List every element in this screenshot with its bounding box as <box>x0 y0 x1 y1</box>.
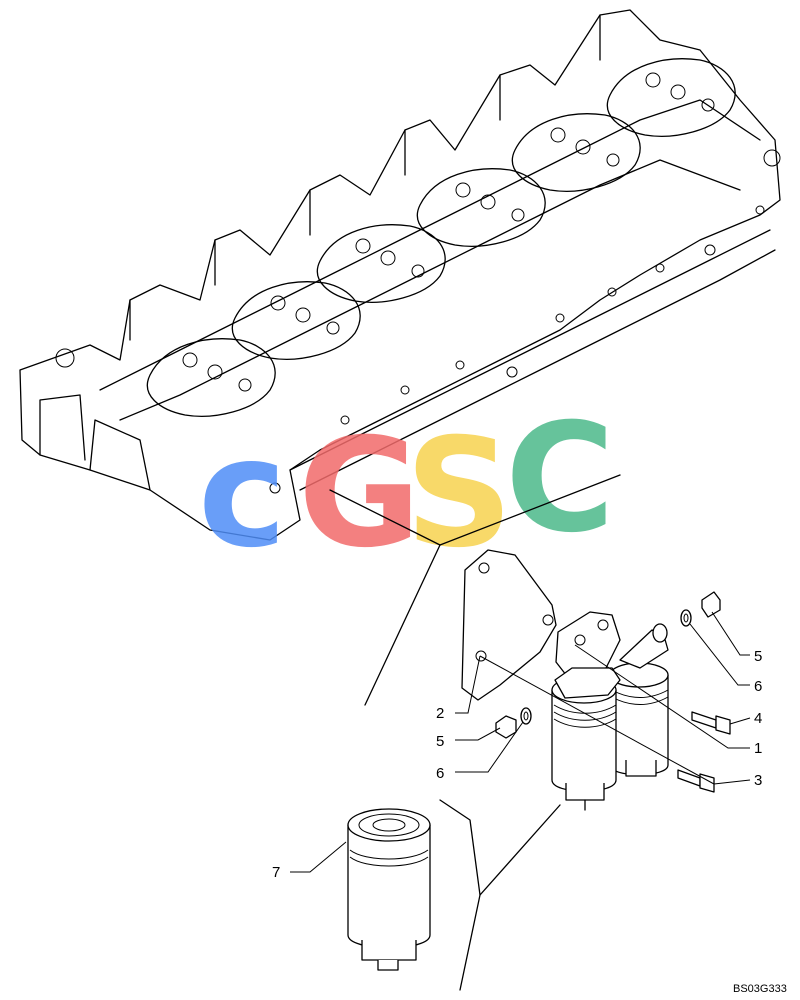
filter-cartridge <box>347 808 431 971</box>
fuel-filter-assembly <box>551 611 669 811</box>
washer-left <box>520 707 532 725</box>
explosion-lines <box>329 474 621 991</box>
gasket-plate <box>461 549 557 701</box>
callout-6-left: 6 <box>436 765 444 782</box>
rail-bolt-holes <box>269 205 765 494</box>
callout-labels: 2 5 6 5 6 4 1 3 7 <box>272 648 762 881</box>
cylinder-head <box>19 9 781 541</box>
callout-5-right: 5 <box>754 648 762 665</box>
document-code: BS03G333 <box>733 983 787 995</box>
watermark-letter-1: c <box>198 407 287 581</box>
watermark-letter-2: G <box>298 407 421 581</box>
bolt-lower <box>677 769 701 787</box>
callout-5-left: 5 <box>436 733 444 750</box>
watermark: c G S C <box>198 392 615 581</box>
callout-4: 4 <box>754 710 762 727</box>
callout-6-right: 6 <box>754 678 762 695</box>
washer-right <box>680 609 692 627</box>
callout-1: 1 <box>754 740 762 757</box>
watermark-letter-4: C <box>505 392 615 566</box>
cylinder-pockets <box>146 58 736 417</box>
small-hardware <box>495 591 731 793</box>
plug-left <box>495 715 517 739</box>
callout-3: 3 <box>754 772 762 789</box>
callout-2: 2 <box>436 705 444 722</box>
leader-lines <box>290 611 751 873</box>
plug-right <box>701 591 721 618</box>
callout-7: 7 <box>272 864 280 881</box>
